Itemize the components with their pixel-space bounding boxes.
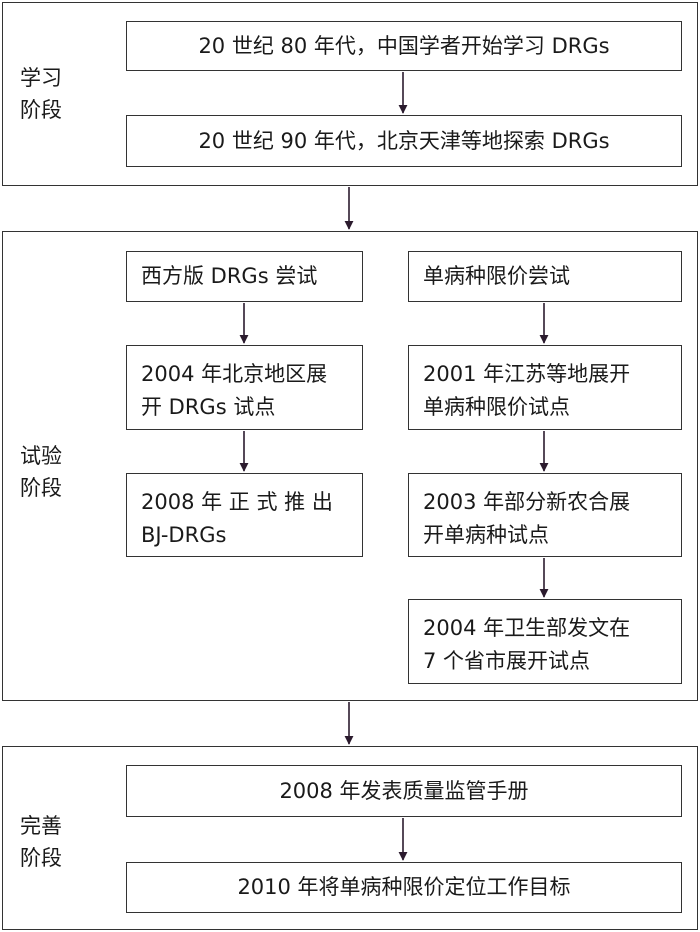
step-text-line: 2008 年 正 式 推 出 — [141, 490, 333, 514]
step-2008-quality-manual: 2008 年发表质量监管手册 — [126, 765, 682, 817]
step-text-line: 开单病种试点 — [423, 523, 549, 547]
step-text-line: 2004 年北京地区展 — [141, 362, 328, 386]
stage-label-line: 阶段 — [20, 98, 62, 122]
step-2001-jiangsu-pilot: 2001 年江苏等地展开 单病种限价试点 — [408, 345, 682, 430]
stage-label-trial: 试验 阶段 — [20, 440, 62, 504]
step-single-disease-price-trial: 单病种限价尝试 — [408, 251, 682, 302]
stage-label-line: 学习 — [20, 66, 62, 90]
stage-label-learning: 学习 阶段 — [20, 62, 62, 126]
step-1990s-exploration: 20 世纪 90 年代，北京天津等地探索 DRGs — [126, 115, 682, 167]
step-western-drgs-trial: 西方版 DRGs 尝试 — [126, 251, 363, 302]
stage-label-line: 阶段 — [20, 846, 62, 870]
step-2008-bj-drgs: 2008 年 正 式 推 出 BJ-DRGs — [126, 473, 363, 557]
step-2010-work-goal: 2010 年将单病种限价定位工作目标 — [126, 862, 682, 913]
step-text-line: 7 个省市展开试点 — [423, 649, 591, 673]
stage-label-line: 试验 — [20, 444, 62, 468]
step-text-line: BJ-DRGs — [141, 523, 227, 547]
step-text-line: 2001 年江苏等地展开 — [423, 362, 631, 386]
stage-label-improvement: 完善 阶段 — [20, 810, 62, 874]
stage-label-line: 阶段 — [20, 476, 62, 500]
step-2003-ncms-pilot: 2003 年部分新农合展 开单病种试点 — [408, 473, 682, 557]
step-text-line: 西方版 DRGs 尝试 — [141, 264, 318, 288]
step-text-line: 2004 年卫生部发文在 — [423, 616, 631, 640]
stage-label-line: 完善 — [20, 814, 62, 838]
step-2004-ministry-pilot: 2004 年卫生部发文在 7 个省市展开试点 — [408, 599, 682, 684]
stage-trial — [2, 231, 698, 701]
step-text-line: 单病种限价尝试 — [423, 264, 570, 288]
step-text-line: 2003 年部分新农合展 — [423, 490, 631, 514]
step-text-line: 开 DRGs 试点 — [141, 395, 276, 419]
step-2004-beijing-pilot: 2004 年北京地区展 开 DRGs 试点 — [126, 345, 363, 430]
step-text-line: 单病种限价试点 — [423, 395, 570, 419]
step-1980s-learning: 20 世纪 80 年代，中国学者开始学习 DRGs — [126, 21, 682, 71]
